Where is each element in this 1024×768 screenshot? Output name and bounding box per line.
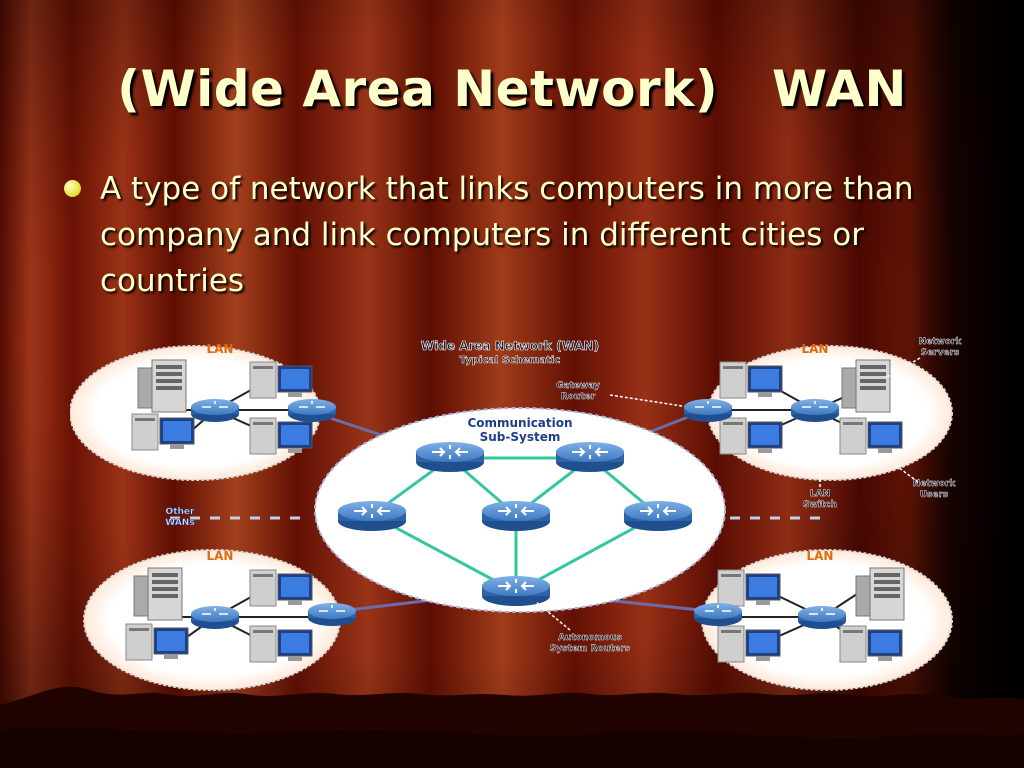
lan-top-left: LAN xyxy=(70,342,337,481)
callout-leaders xyxy=(535,357,921,631)
diagram-subtitle: Typical Schematic xyxy=(460,355,561,366)
callout-routers-2: System Routers xyxy=(550,644,630,654)
callout-other-2: WANs xyxy=(165,518,194,528)
lan-label: LAN xyxy=(807,549,834,563)
core-label-2: Sub-System xyxy=(480,430,561,444)
callout-other-1: Other xyxy=(166,507,195,517)
callout-routers-1: Autonomous xyxy=(558,633,622,643)
lan-bottom-left: LAN xyxy=(83,549,357,691)
lan-top-right: LAN xyxy=(683,342,953,481)
bullet-item: A type of network that links computers i… xyxy=(60,166,960,304)
callout-switch-1: LAN xyxy=(810,489,830,499)
callout-gateway-2: Router xyxy=(561,392,596,402)
wan-diagram: Communication Sub-System Wide Area Netwo… xyxy=(70,337,963,691)
callout-users-1: Network xyxy=(913,479,957,489)
lan-label: LAN xyxy=(802,342,829,356)
lan-label: LAN xyxy=(207,549,234,563)
callout-gateway-1: Gateway xyxy=(556,381,600,391)
core-label-1: Communication xyxy=(467,416,572,430)
callout-servers-1: Network xyxy=(919,337,963,347)
bullet-text: A type of network that links computers i… xyxy=(100,171,914,299)
lan-bottom-right: LAN xyxy=(693,549,953,691)
slide-title: (Wide Area Network) WAN xyxy=(117,60,907,118)
callout-switch-2: Switch xyxy=(803,500,837,510)
callout-servers-2: Servers xyxy=(921,348,960,358)
callouts: Gateway Router Network Servers LAN Switc… xyxy=(165,337,963,654)
diagram-title: Wide Area Network (WAN) xyxy=(421,339,599,353)
callout-users-2: Users xyxy=(920,490,949,500)
bullet-dot-icon xyxy=(64,180,81,197)
lan-label: LAN xyxy=(207,342,234,356)
